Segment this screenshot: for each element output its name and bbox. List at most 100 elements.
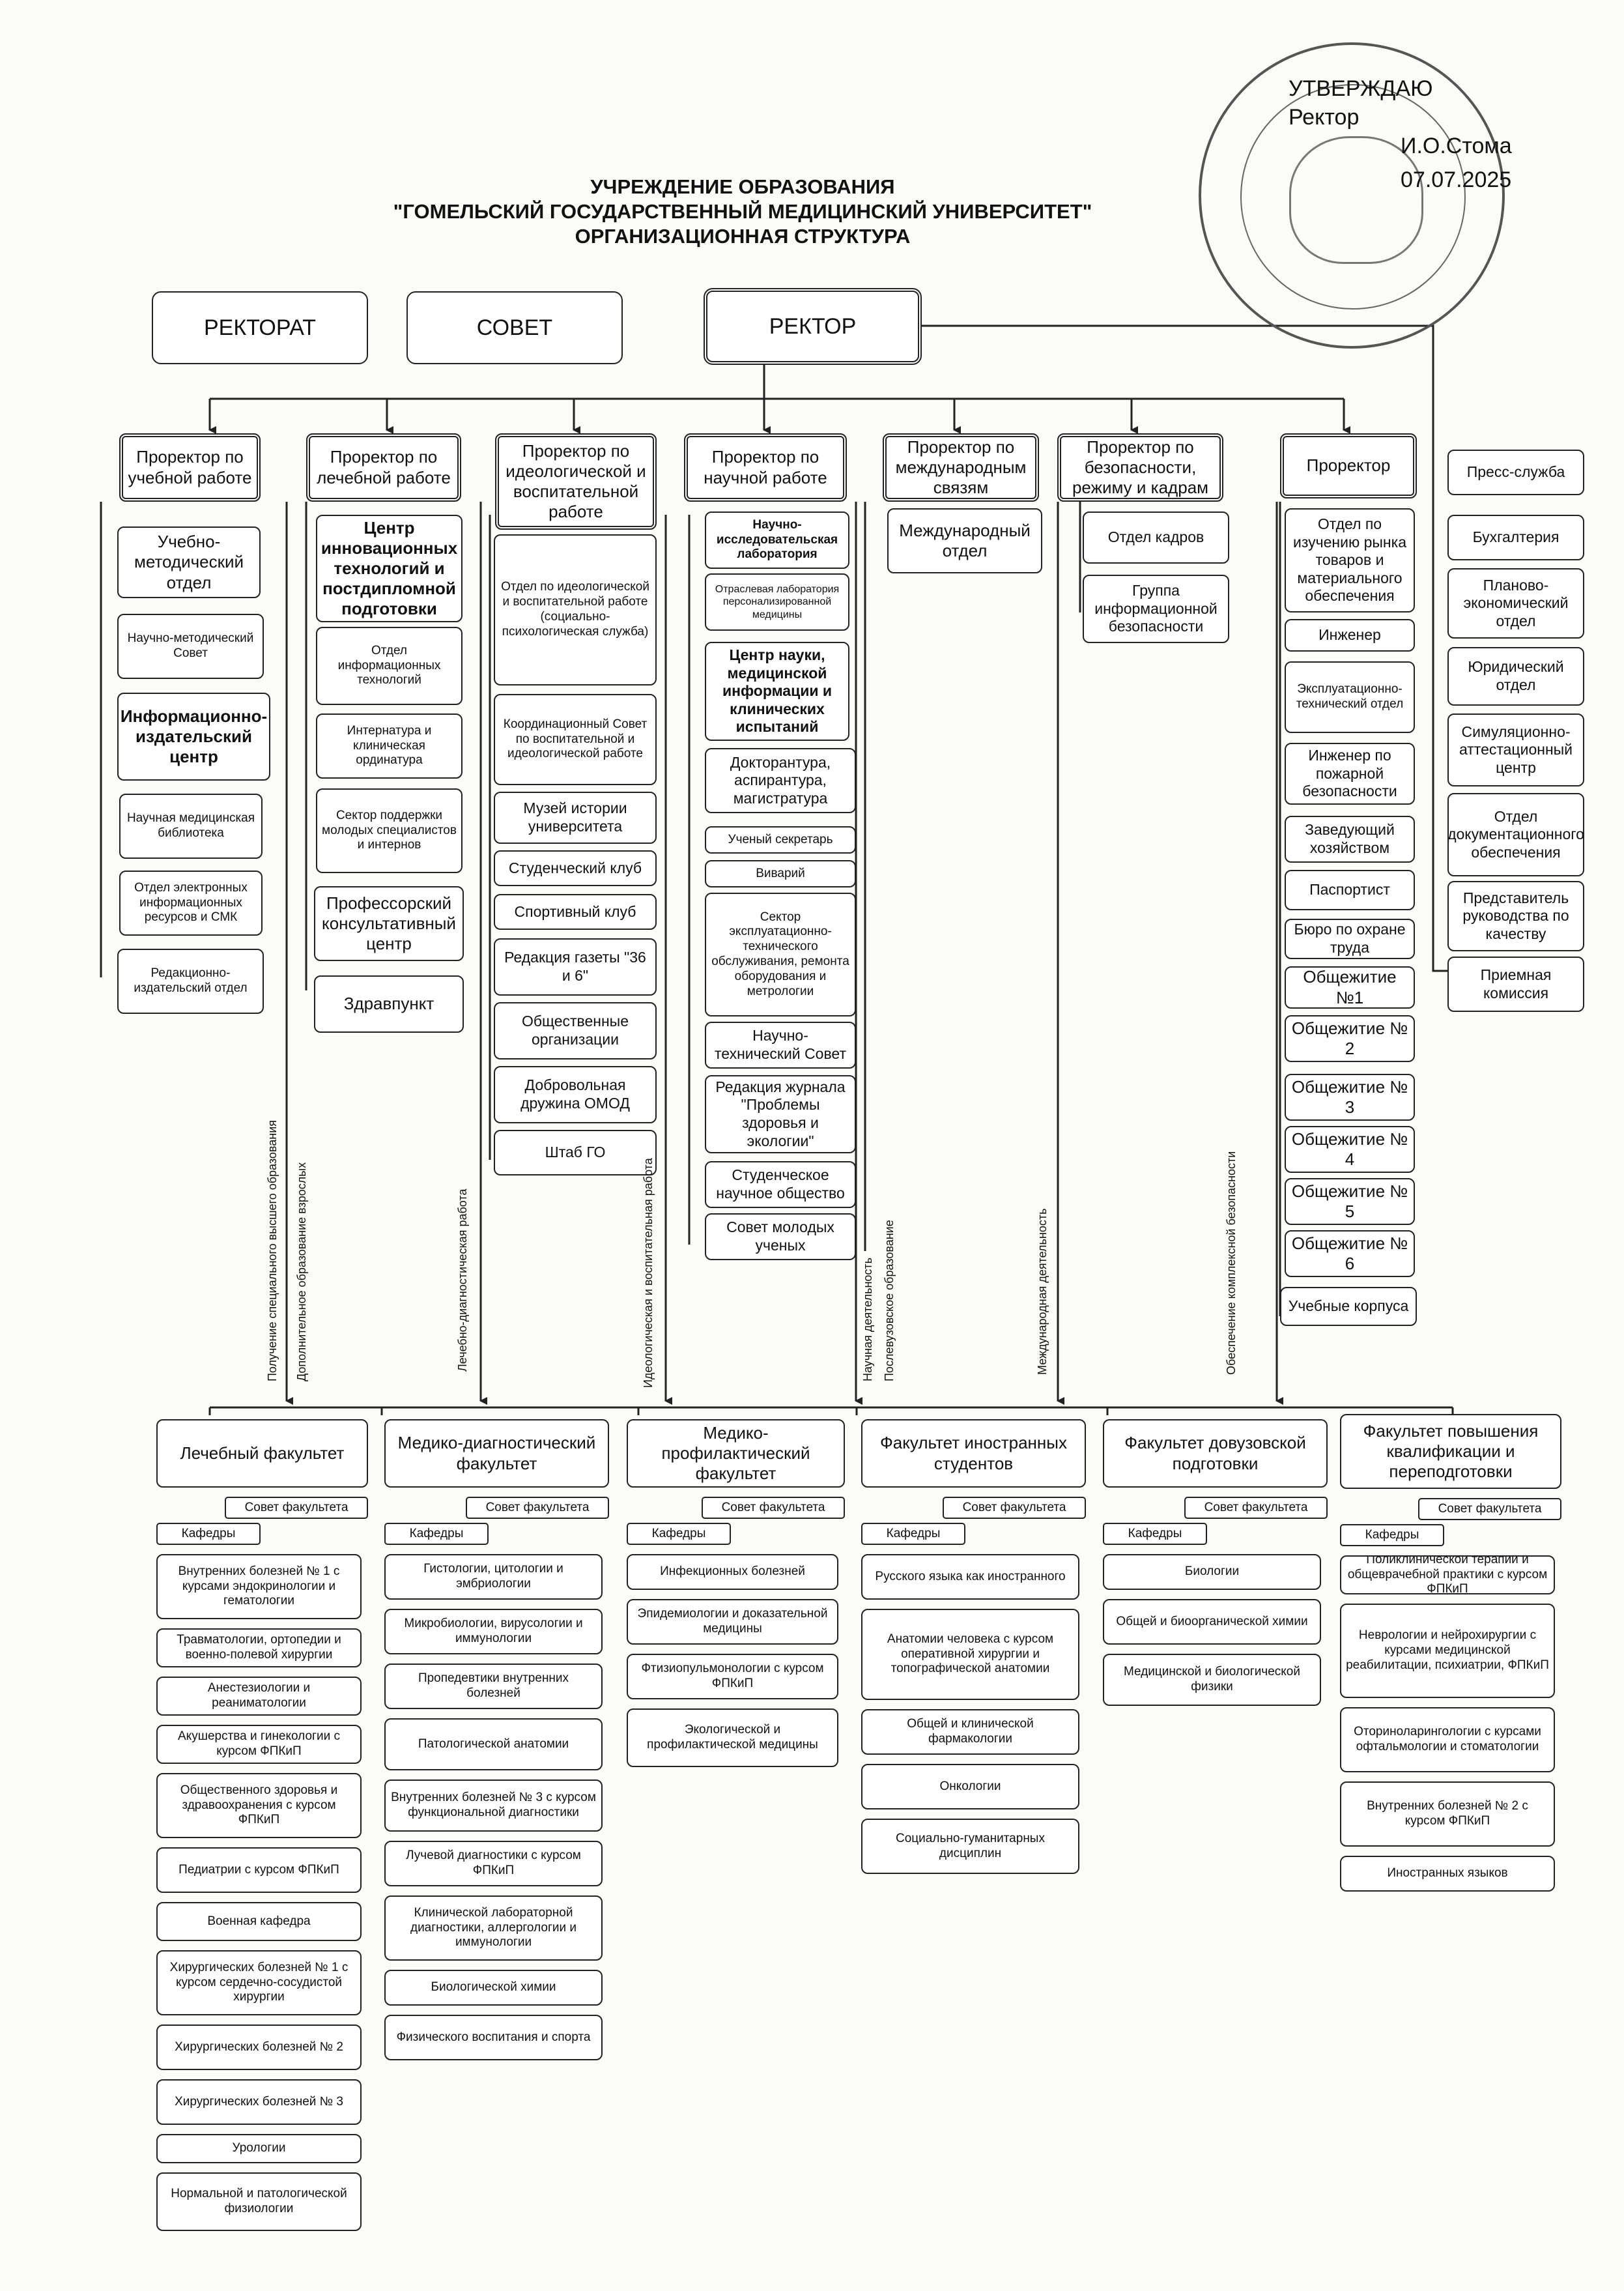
faculty-depts-label: Кафедры xyxy=(1103,1523,1207,1545)
pro-item: Общежитие №1 xyxy=(1285,966,1415,1009)
faculty-depts-label: Кафедры xyxy=(627,1523,731,1545)
seal-stamp xyxy=(1199,42,1505,349)
department-item: Иностранных языков xyxy=(1340,1856,1555,1892)
department-item: Общей и биоорганической химии xyxy=(1103,1599,1321,1645)
department-item: Фтизиопульмонологии с курсом ФПКиП xyxy=(627,1654,838,1699)
department-item: Патологической анатомии xyxy=(384,1718,603,1770)
pro-item: Общежитие № 5 xyxy=(1285,1178,1415,1225)
pro-item: Инженер по пожарной безопасности xyxy=(1285,743,1415,805)
sci-item: Отраслевая лаборатория персонализированн… xyxy=(705,573,849,631)
faculty-title: Факультет довузовской подготовки xyxy=(1103,1419,1328,1488)
faculty-title: Факультет повышения квалификации и переп… xyxy=(1340,1414,1561,1489)
department-item: Хирургических болезней № 3 xyxy=(156,2079,362,2125)
department-item: Русского языка как иностранного xyxy=(861,1554,1079,1600)
department-item: Анестезиологии и реаниматологии xyxy=(156,1677,362,1716)
sci-item: Докторантура, аспирантура, магистратура xyxy=(705,748,856,813)
department-item: Медицинской и биологической физики xyxy=(1103,1654,1321,1706)
pro-item: Эксплуатационно-технический отдел xyxy=(1285,661,1415,733)
vlabel-international: Международная деятельность xyxy=(1036,1208,1049,1376)
approval-position: Ректор xyxy=(1289,105,1360,130)
pro-item: Общежитие № 3 xyxy=(1285,1074,1415,1121)
department-item: Внутренних болезней № 1 с курсами эндокр… xyxy=(156,1554,362,1619)
pro-item: Бюро по охране труда xyxy=(1285,919,1415,959)
department-item: Эпидемиологии и доказательной медицины xyxy=(627,1599,838,1645)
ideo-item: Общественные организации xyxy=(494,1002,657,1059)
pro-item: Паспортист xyxy=(1285,870,1415,910)
edu-item: Информационно-издательский центр xyxy=(117,693,270,781)
head-intl: Проректор по международным связям xyxy=(883,433,1039,502)
pro-item: Общежитие № 2 xyxy=(1285,1015,1415,1062)
head-ideo: Проректор по идеологической и воспитател… xyxy=(495,433,657,530)
department-item: Физического воспитания и спорта xyxy=(384,2015,603,2060)
header-line1: УЧРЕЖДЕНИЕ ОБРАЗОВАНИЯ xyxy=(590,175,895,198)
edu-item: Научно-методический Совет xyxy=(117,614,264,679)
department-item: Акушерства и гинекологии с курсом ФПКиП xyxy=(156,1725,362,1764)
ideo-item: Музей истории университета xyxy=(494,792,657,844)
med-item: Здравпункт xyxy=(314,975,464,1033)
department-item: Гистологии, цитологии и эмбриологии xyxy=(384,1554,603,1600)
department-item: Хирургических болезней № 2 xyxy=(156,2024,362,2070)
right-item: Бухгалтерия xyxy=(1447,515,1584,560)
med-item: Сектор поддержки молодых специалистов и … xyxy=(316,788,463,873)
approval-title: УТВЕРЖДАЮ xyxy=(1289,76,1433,101)
department-item: Общественного здоровья и здравоохранения… xyxy=(156,1773,362,1838)
pro-item: Общежитие № 6 xyxy=(1285,1230,1415,1277)
sci-item: Научно-исследовательская лаборатория xyxy=(705,512,849,569)
faculty-council: Совет факультета xyxy=(702,1497,845,1519)
faculty-title: Медико-профилактический факультет xyxy=(627,1419,845,1488)
department-item: Биологической химии xyxy=(384,1970,603,2006)
faculty-council: Совет факультета xyxy=(466,1497,609,1519)
vlabel-postgrad: Послевузовское образование xyxy=(883,1220,896,1381)
department-item: Травматологии, ортопедии и военно-полево… xyxy=(156,1628,362,1667)
faculty-council: Совет факультета xyxy=(1184,1497,1328,1519)
pro-item: Отдел по изучению рынка товаров и матери… xyxy=(1285,508,1415,612)
sci-item: Ученый секретарь xyxy=(705,826,856,854)
pro-item: Общежитие № 4 xyxy=(1285,1126,1415,1173)
header-line2: "ГОМЕЛЬСКИЙ ГОСУДАРСТВЕННЫЙ МЕДИЦИНСКИЙ … xyxy=(393,200,1092,223)
faculty-council: Совет факультета xyxy=(943,1497,1086,1519)
department-item: Нормальной и патологической физиологии xyxy=(156,2172,362,2231)
department-item: Онкологии xyxy=(861,1764,1079,1809)
edu-item: Научная медицинская библиотека xyxy=(119,794,263,859)
right-item: Отдел документационного обеспечения xyxy=(1447,793,1584,876)
sci-item: Редакция журнала "Проблемы здоровья и эк… xyxy=(705,1075,856,1153)
sci-item: Студенческое научное общество xyxy=(705,1161,856,1208)
department-item: Инфекционных болезней xyxy=(627,1554,838,1590)
department-item: Экологической и профилактической медицин… xyxy=(627,1708,838,1767)
sec-item: Группа информационной безопасности xyxy=(1083,575,1229,643)
ideo-item: Координационный Совет по воспитательной … xyxy=(494,694,657,785)
head-edu: Проректор по учебной работе xyxy=(119,433,261,502)
header-line3: ОРГАНИЗАЦИОННАЯ СТРУКТУРА xyxy=(575,225,911,248)
department-item: Внутренних болезней № 2 с курсом ФПКиП xyxy=(1340,1781,1555,1847)
vlabel-adult-ed: Дополнительное образование взрослых xyxy=(295,1162,308,1381)
department-item: Военная кафедра xyxy=(156,1902,362,1941)
approval-date: 07.07.2025 xyxy=(1401,167,1512,192)
department-item: Оториноларингологии с курсами офтальмоло… xyxy=(1340,1707,1555,1772)
vlabel-medical: Лечебно-диагностическая работа xyxy=(456,1189,469,1372)
faculty-title: Лечебный факультет xyxy=(156,1419,368,1488)
vlabel-ideological: Идеологическая и воспитательная работа xyxy=(642,1158,655,1388)
faculty-council: Совет факультета xyxy=(225,1497,368,1519)
vlabel-higher-ed: Получение специального высшего образован… xyxy=(266,1119,279,1381)
pro-item: Инженер xyxy=(1285,619,1415,652)
faculty-depts-label: Кафедры xyxy=(384,1523,489,1545)
faculty-title: Медико-диагностический факультет xyxy=(384,1419,609,1488)
department-item: Педиатрии с курсом ФПКиП xyxy=(156,1847,362,1893)
sci-item: Сектор эксплуатационно-технического обсл… xyxy=(705,893,856,1016)
head-med: Проректор по лечебной работе xyxy=(306,433,461,502)
head-sci: Проректор по научной работе xyxy=(684,433,847,502)
right-item: Приемная комиссия xyxy=(1447,957,1584,1012)
department-item: Внутренних болезней № 3 с курсом функцио… xyxy=(384,1779,603,1832)
ideo-item: Штаб ГО xyxy=(494,1130,657,1175)
sci-item: Виварий xyxy=(705,860,856,887)
head-sec: Проректор по безопасности, режиму и кадр… xyxy=(1057,433,1223,502)
ideo-item: Спортивный клуб xyxy=(494,894,657,930)
head-pro: Проректор xyxy=(1280,433,1417,498)
faculty-council: Совет факультета xyxy=(1418,1498,1561,1520)
intl-item: Международный отдел xyxy=(887,508,1042,573)
department-item: Урологии xyxy=(156,2134,362,2163)
ideo-item: Студенческий клуб xyxy=(494,850,657,886)
department-item: Биологии xyxy=(1103,1554,1321,1590)
pro-item: Заведующий хозяйством xyxy=(1285,816,1415,863)
pro-item: Учебные корпуса xyxy=(1280,1287,1417,1326)
